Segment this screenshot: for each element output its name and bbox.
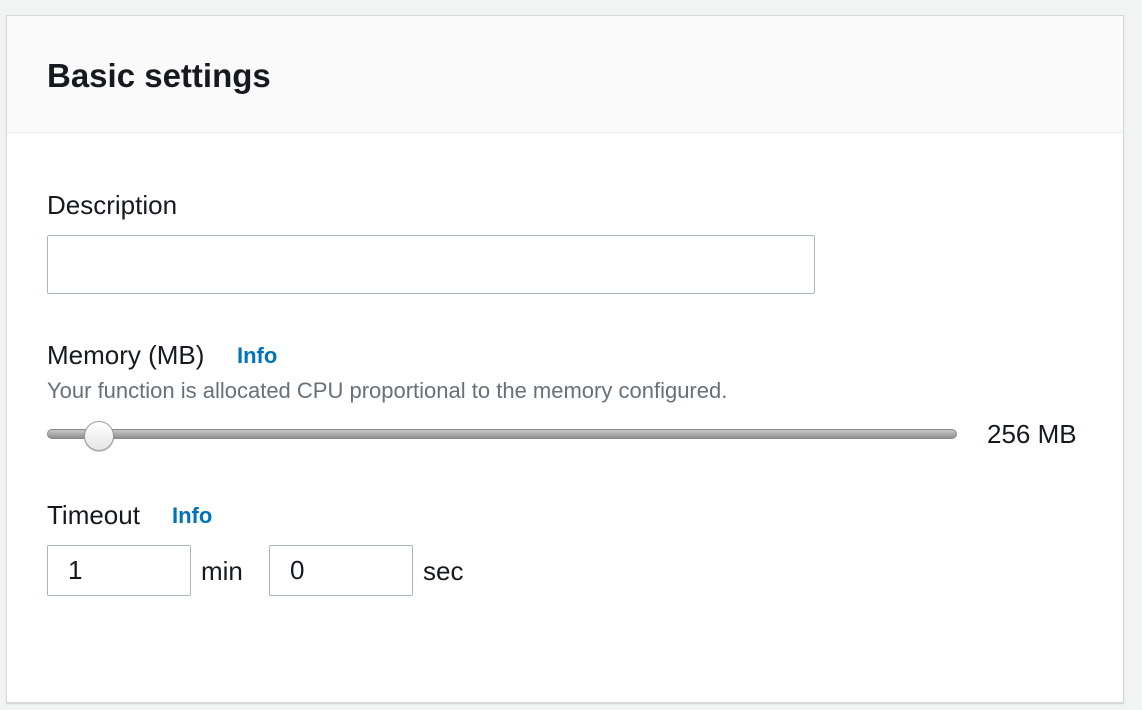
- timeout-seconds-input[interactable]: [269, 545, 413, 596]
- memory-value: 256 MB: [987, 419, 1077, 449]
- timeout-minutes-input[interactable]: [47, 545, 191, 596]
- panel-header: Basic settings: [7, 16, 1123, 133]
- memory-info-link[interactable]: Info: [237, 343, 278, 368]
- panel-title: Basic settings: [47, 57, 271, 94]
- memory-label: Memory (MB): [47, 340, 205, 370]
- basic-settings-panel: Basic settings Description Memory (MB) I…: [6, 15, 1124, 703]
- description-label: Description: [47, 190, 178, 220]
- timeout-label: Timeout: [47, 500, 140, 530]
- memory-slider-thumb[interactable]: [84, 421, 114, 451]
- timeout-minutes-unit: min: [201, 556, 243, 586]
- timeout-info-link[interactable]: Info: [172, 503, 213, 528]
- memory-slider-track[interactable]: [47, 429, 957, 439]
- timeout-seconds-unit: sec: [423, 556, 464, 586]
- memory-hint: Your function is allocated CPU proportio…: [47, 378, 728, 403]
- description-input[interactable]: [47, 235, 815, 294]
